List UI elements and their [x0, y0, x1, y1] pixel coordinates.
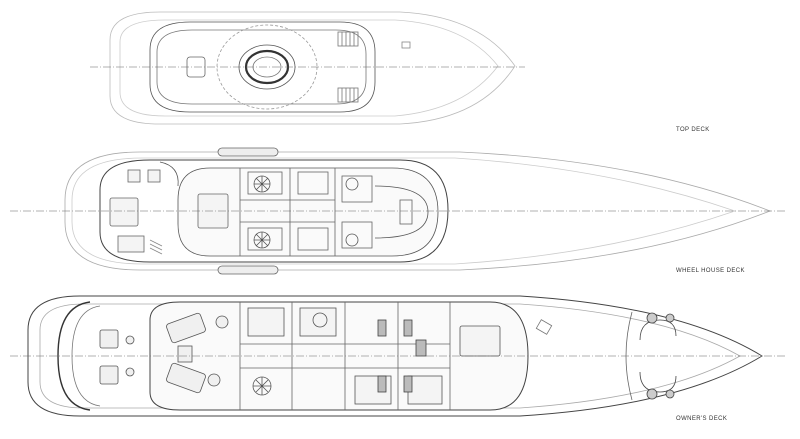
owners-deck-plan	[10, 295, 785, 417]
top-deck-house	[149, 21, 376, 113]
top-deck-plan	[90, 11, 525, 125]
top-deck-hull	[109, 11, 516, 125]
wheel-house-structure	[99, 159, 449, 263]
wheel-house-deck-plan	[10, 147, 785, 275]
top-deck-label: TOP DECK	[676, 127, 710, 133]
wheel-house-deck-label: WHEEL HOUSE DECK	[676, 268, 745, 274]
owners-deck-label: OWNER'S DECK	[676, 416, 728, 422]
tender-port	[217, 147, 279, 157]
top-deck-hull-inner	[119, 19, 499, 117]
foredeck-equipment	[639, 312, 677, 400]
tender-starboard	[217, 265, 279, 275]
